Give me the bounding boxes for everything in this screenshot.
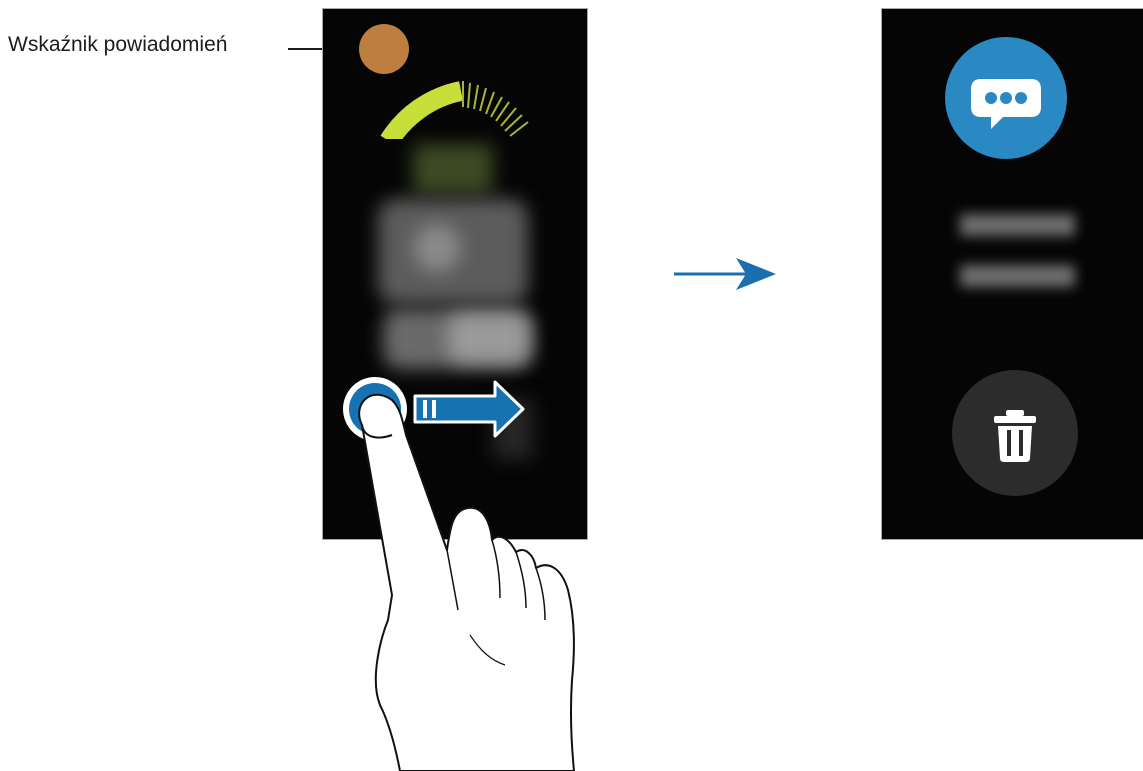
watch-screen-after [881, 8, 1143, 540]
hand-pointer-icon [340, 380, 660, 771]
transition-arrow-icon [674, 254, 784, 294]
notification-indicator-label: Wskaźnik powiadomień [8, 33, 227, 57]
trash-icon [952, 370, 1078, 496]
delete-button[interactable] [952, 370, 1078, 496]
